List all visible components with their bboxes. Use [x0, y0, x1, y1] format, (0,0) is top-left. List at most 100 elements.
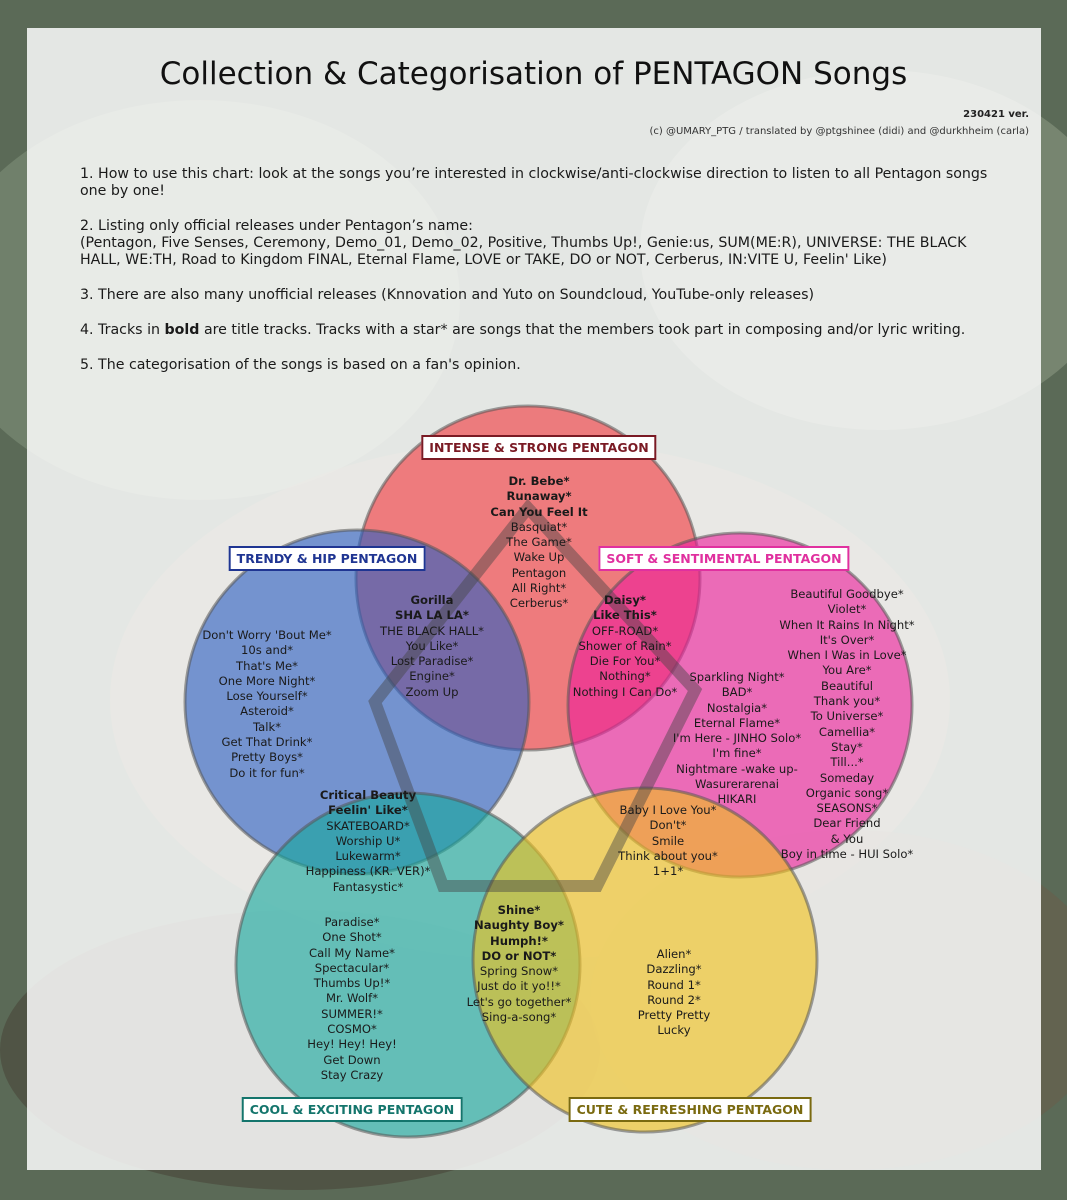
song: Die For You*	[589, 654, 661, 669]
song: Don't*	[649, 818, 687, 833]
song: Engine*	[409, 669, 455, 684]
note-4-bold: bold	[164, 322, 200, 338]
song: Dazzling*	[646, 962, 702, 977]
songs-cool-cute: Shine*Naughty Boy*Humph!*DO or NOT*Sprin…	[467, 903, 572, 1025]
song: Thank you*	[813, 694, 881, 709]
label-soft: SOFT & SENTIMENTAL PENTAGON	[598, 546, 850, 571]
song: Asteroid*	[240, 704, 294, 719]
instructions: 1. How to use this chart: look at the so…	[80, 166, 1010, 392]
song: When It Rains In Night*	[779, 617, 915, 632]
song: Someday	[819, 770, 875, 785]
song: SEASONS*	[816, 801, 878, 816]
song: One Shot*	[322, 930, 382, 945]
song: Spectacular*	[314, 960, 390, 975]
song: Just do it yo!!*	[477, 979, 561, 994]
song: Thumbs Up!*	[313, 976, 391, 991]
song: HIKARI	[717, 792, 757, 807]
title-track: Shine*	[497, 903, 541, 917]
song: You Are*	[822, 663, 872, 678]
song: Do it for fun*	[229, 765, 305, 780]
note-4-post: are title tracks. Tracks with a star* ar…	[199, 322, 966, 338]
song: Violet*	[827, 602, 867, 617]
note-5: 5. The categorisation of the songs is ba…	[80, 357, 521, 373]
version-label: 230421 ver.	[963, 109, 1029, 120]
song: The Game*	[506, 535, 572, 550]
song: When I Was in Love*	[787, 648, 907, 663]
title-track: Like This*	[593, 608, 657, 623]
songs-trendy: Don't Worry 'Bout Me*10s and*That's Me*O…	[202, 628, 331, 781]
song: Talk*	[252, 719, 281, 734]
song: 10s and*	[240, 643, 294, 658]
song: Get Down	[323, 1052, 381, 1067]
song: Sparkling Night*	[689, 670, 785, 684]
song: Baby I Love You*	[619, 803, 717, 817]
title-track: Daisy*	[604, 593, 646, 607]
song: Think about you*	[618, 848, 718, 863]
song: Call My Name*	[309, 945, 395, 960]
song: COSMO*	[327, 1022, 377, 1037]
title-track: Feelin' Like*	[328, 803, 408, 818]
song: 1+1*	[652, 864, 684, 879]
song: Pretty Boys*	[231, 750, 303, 765]
label-intense: INTENSE & STRONG PENTAGON	[421, 435, 657, 460]
title-track: Runaway*	[506, 489, 572, 504]
song: Get That Drink*	[221, 735, 313, 750]
song: Sing-a-song*	[481, 1010, 557, 1025]
song: Beautiful	[821, 678, 873, 693]
songs-intense-soft: Daisy*Like This*OFF-ROAD*Shower of Rain*…	[573, 593, 677, 700]
title-track: Dr. Bebe*	[508, 474, 570, 488]
note-4-pre: 4. Tracks in	[80, 322, 165, 338]
song: Nothing I Can Do*	[572, 684, 678, 699]
song: One More Night*	[218, 673, 316, 688]
song: I'm fine*	[712, 746, 762, 761]
note-3: 3. There are also many unofficial releas…	[80, 287, 814, 303]
song: Lucky	[657, 1023, 691, 1038]
song: Paradise*	[324, 915, 380, 929]
song: Boy in time - HUI Solo*	[780, 847, 914, 862]
song: Zoom Up	[405, 684, 459, 699]
credits-text: (c) @UMARY_PTG / translated by @ptgshine…	[649, 126, 1029, 137]
song: Fantasystic*	[332, 879, 404, 894]
note-2-heading: 2. Listing only official releases under …	[80, 218, 473, 234]
song: SKATEBOARD*	[326, 818, 410, 833]
title-track: DO or NOT*	[481, 948, 557, 963]
song: Shower of Rain*	[578, 638, 672, 653]
song: Nostalgia*	[706, 700, 768, 715]
song: Mr. Wolf*	[325, 991, 379, 1006]
song: Round 1*	[647, 977, 701, 992]
song: Smile	[651, 833, 685, 848]
song: Nothing*	[599, 669, 651, 684]
circle-cute	[471, 786, 819, 1134]
song: Hey! Hey! Hey!	[307, 1037, 397, 1052]
song: I'm Here - JINHO Solo*	[672, 731, 802, 746]
center-pentagon	[368, 498, 703, 892]
title-track: Critical Beauty	[319, 788, 417, 802]
songs-soft: Beautiful Goodbye*Violet*When It Rains I…	[779, 587, 914, 862]
song: Pentagon	[511, 565, 567, 580]
note-1: 1. How to use this chart: look at the so…	[80, 166, 988, 199]
song: Till...*	[830, 755, 864, 770]
song: Let's go together*	[466, 994, 572, 1009]
song: OFF-ROAD*	[591, 623, 659, 638]
song: Stay Crazy	[320, 1067, 384, 1082]
note-4: 4. Tracks in bold are title tracks. Trac…	[80, 322, 1010, 339]
song: Eternal Flame*	[693, 715, 781, 730]
song: Nightmare -wake up-	[676, 761, 798, 776]
song: Don't Worry 'Bout Me*	[202, 628, 332, 642]
song: Spring Snow*	[479, 964, 559, 979]
page-title: Collection & Categorisation of PENTAGON …	[159, 56, 908, 92]
note-2-list: (Pentagon, Five Senses, Ceremony, Demo_0…	[80, 235, 967, 268]
title-track: Can You Feel It	[490, 504, 588, 519]
song: THE BLACK HALL*	[380, 623, 484, 638]
song: Wasurerarenai	[694, 777, 780, 792]
song: To Universe*	[810, 709, 884, 724]
song: Lose Yourself*	[226, 689, 308, 704]
song: Happiness (KR. VER)*	[305, 864, 431, 879]
song: All Right*	[511, 581, 567, 596]
songs-cool: Paradise*One Shot*Call My Name*Spectacul…	[307, 915, 396, 1083]
song: Wake Up	[513, 550, 565, 565]
